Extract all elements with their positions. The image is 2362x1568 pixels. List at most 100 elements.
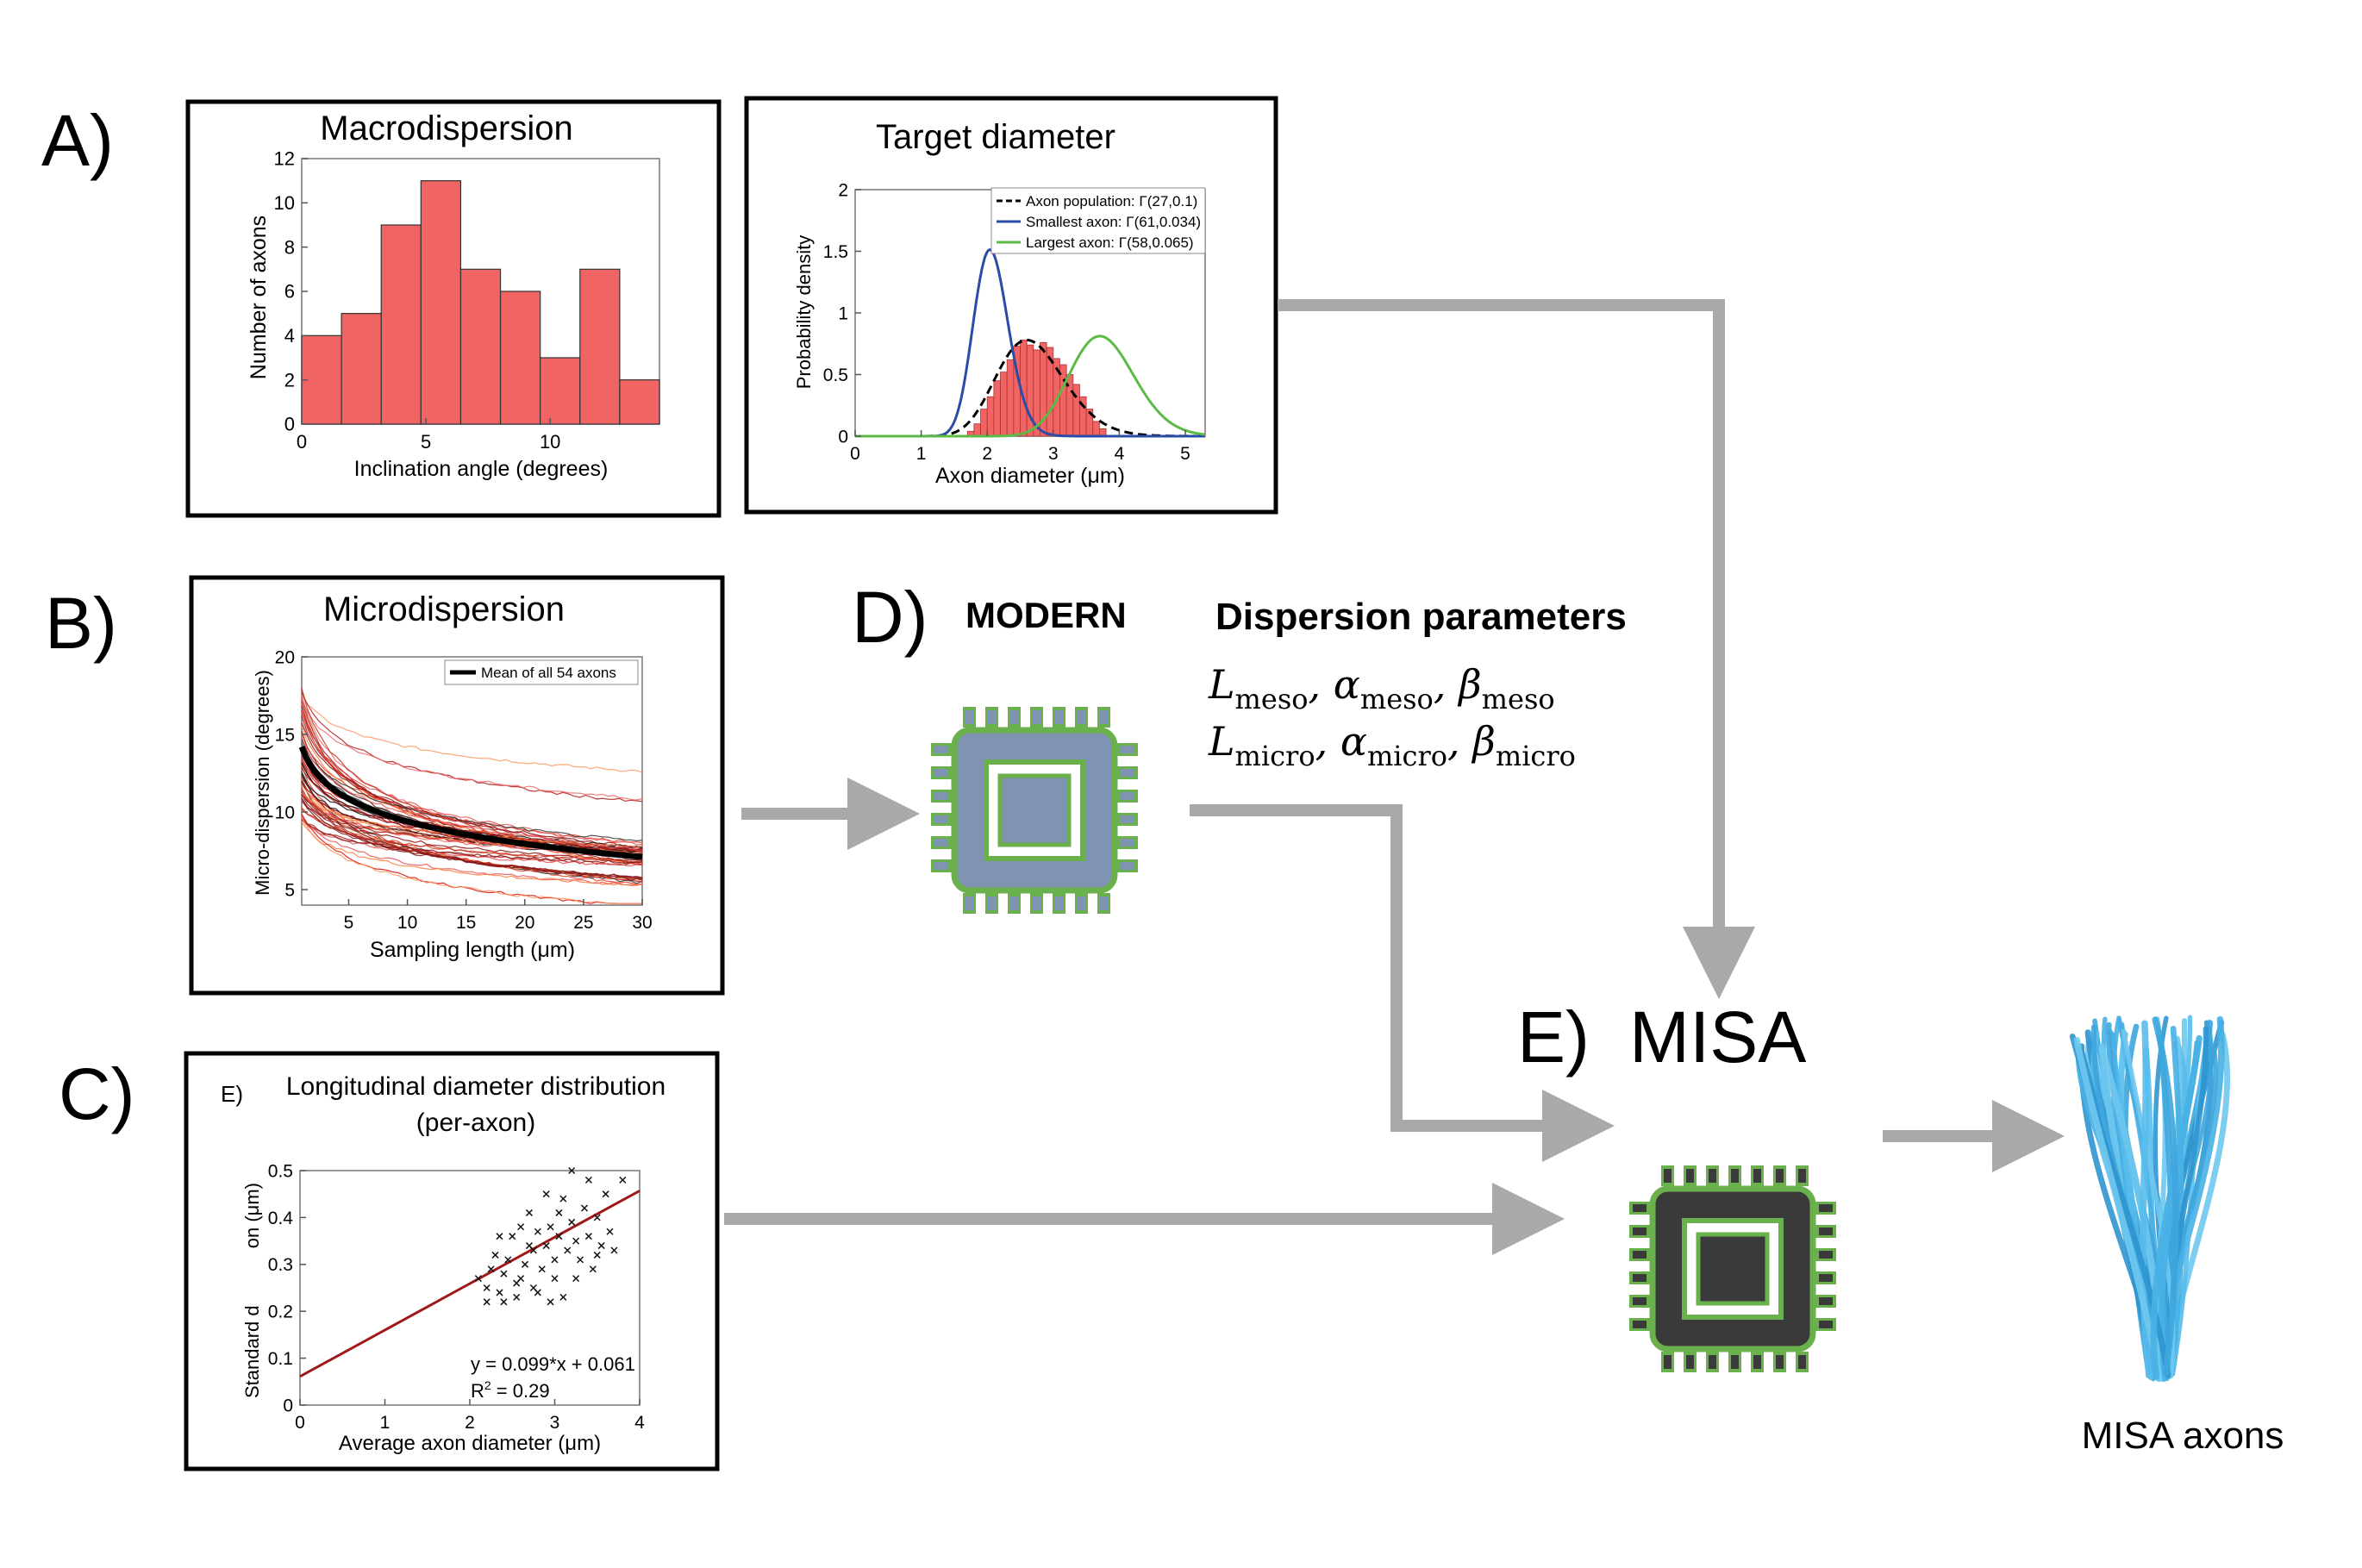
misa-chip-pin-bottom-inner: [1709, 1355, 1716, 1369]
micro-ytick-label: 20: [275, 647, 295, 667]
macro-bar: [579, 268, 621, 425]
modern-chip-pin-left-inner: [934, 746, 948, 753]
misa-chip-pin-left-inner: [1633, 1228, 1647, 1235]
long-scatter-point: [509, 1233, 516, 1240]
long-scatter-point: [534, 1228, 541, 1235]
micro-axon-line: [301, 695, 643, 853]
modern-chip-pin-top-inner: [1078, 710, 1085, 724]
long-scatter-point: [547, 1298, 554, 1306]
axon-strand: [2121, 1028, 2176, 1379]
target-hist-bar: [986, 396, 995, 437]
micro-title: Microdispersion: [323, 590, 565, 628]
long-fit-r2: R2 = 0.29: [471, 1378, 550, 1402]
panel-label-c: C): [59, 1053, 135, 1134]
macro-bar: [499, 290, 541, 425]
long-scatter-point: [525, 1209, 533, 1216]
dispersion-params-line1: Lmeso, αmeso, βmeso: [1208, 661, 1555, 715]
long-scatter-point: [542, 1190, 550, 1198]
long-scatter-point: [589, 1265, 597, 1273]
dispersion-title: Dispersion parameters: [1215, 596, 1627, 638]
target-ytick-label: 1.5: [823, 242, 848, 262]
modern-chip-pin-right-inner: [1121, 815, 1134, 823]
long-scatter-point: [593, 1251, 601, 1259]
micro-xtick-label: 10: [397, 913, 417, 933]
macro-ylabel: Number of axons: [247, 216, 271, 379]
target-hist-bar: [993, 380, 1001, 437]
micro-xtick-label: 20: [515, 913, 534, 933]
misa-axon-bundle-image: [2069, 1015, 2231, 1383]
long-ytick-label: 0.3: [268, 1255, 293, 1275]
macro-bar: [540, 357, 581, 425]
long-scatter-point: [568, 1218, 576, 1226]
axon-strand: [2139, 1020, 2154, 1377]
long-title: Longitudinal diameter distribution: [286, 1072, 665, 1101]
modern-chip-pin-right-inner: [1121, 862, 1134, 870]
micro-ytick-label: 15: [275, 725, 295, 745]
long-scatter-point: [504, 1256, 512, 1264]
long-scatter-point: [572, 1275, 580, 1283]
misa-chip-pin-left-inner: [1633, 1321, 1647, 1328]
micro-axon-line: [301, 821, 643, 886]
misa-chip-pin-top-inner: [1686, 1169, 1694, 1183]
long-subtitle: (per-axon): [416, 1109, 535, 1137]
misa-chip-pin-right-inner: [1819, 1274, 1833, 1282]
macro-title: Macrodispersion: [320, 109, 572, 147]
misa-chip-pin-top-inner: [1798, 1169, 1806, 1183]
micro-xtick-label: 25: [573, 913, 593, 933]
long-scatter-point: [597, 1242, 605, 1250]
modern-chip-pin-bottom-inner: [1078, 896, 1085, 910]
long-scatter-point: [559, 1195, 567, 1203]
long-scatter-point: [513, 1293, 521, 1301]
macro-chart: Macrodispersion Inclination angle (degre…: [247, 109, 660, 481]
long-panel-frame: [184, 1051, 720, 1471]
misa-chip-pin-right-inner: [1819, 1228, 1833, 1235]
macro-ytick-label: 6: [284, 281, 295, 303]
target-xtick-label: 2: [982, 444, 992, 464]
target-panel-frame: [744, 96, 1278, 515]
long-scatter-point: [542, 1242, 550, 1250]
target-xtick-label: 3: [1048, 444, 1059, 464]
long-scatter-point: [555, 1209, 563, 1216]
long-scatter-point: [496, 1289, 503, 1296]
long-scatter-point: [572, 1237, 580, 1245]
axon-strand: [2152, 1016, 2179, 1377]
long-ylabel-start: Standard d: [241, 1305, 263, 1398]
modern-chip-pin-left-inner: [934, 815, 948, 823]
target-ytick-label: 0: [838, 427, 848, 447]
micro-xlabel: Sampling length (μm): [370, 938, 575, 962]
micro-axon-line: [301, 797, 643, 879]
modern-chip-pin-top-inner: [1055, 710, 1063, 724]
modern-chip-pin-bottom-inner: [988, 896, 996, 910]
modern-chip-core: [997, 773, 1072, 847]
long-scatter-point: [610, 1246, 618, 1254]
target-ytick-label: 2: [838, 180, 848, 200]
modern-chip-pin-bottom-inner: [1100, 896, 1108, 910]
long-scatter-point: [593, 1214, 601, 1221]
micro-chart: Microdispersion Sampling length (μm) Mic…: [252, 590, 653, 962]
micro-ylabel: Micro-dispersion (degrees): [252, 670, 273, 896]
dispersion-params-line2: Lmicro, αmicro, βmicro: [1208, 718, 1576, 772]
misa-chip-pin-bottom-inner: [1664, 1355, 1672, 1369]
long-scatter-point: [474, 1275, 482, 1283]
micro-axon-line: [301, 807, 643, 864]
long-scatter-point: [580, 1204, 589, 1212]
macro-ytick-label: 4: [284, 325, 295, 347]
long-fit-equation: y = 0.099*x + 0.061: [471, 1353, 635, 1375]
micro-axon-line: [301, 712, 642, 846]
long-scatter-point: [538, 1265, 546, 1273]
misa-chip-pin-left-inner: [1633, 1297, 1647, 1305]
misa-chip-pin-top-inner: [1776, 1169, 1784, 1183]
macro-ytick-label: 8: [284, 236, 295, 258]
misa-chip-pin-bottom-inner: [1753, 1355, 1761, 1369]
macro-xtick-label: 10: [540, 431, 560, 453]
misa-chip-pin-right-inner: [1819, 1297, 1833, 1305]
misa-chip-pin-top-inner: [1731, 1169, 1739, 1183]
misa-chip-pin-left-inner: [1633, 1274, 1647, 1282]
long-xtick-label: 1: [380, 1413, 391, 1433]
panel-label-a: A): [41, 100, 114, 181]
modern-chip-pin-right-inner: [1121, 769, 1134, 777]
modern-chip-icon: [931, 707, 1138, 914]
long-xtick-label: 2: [465, 1413, 475, 1433]
